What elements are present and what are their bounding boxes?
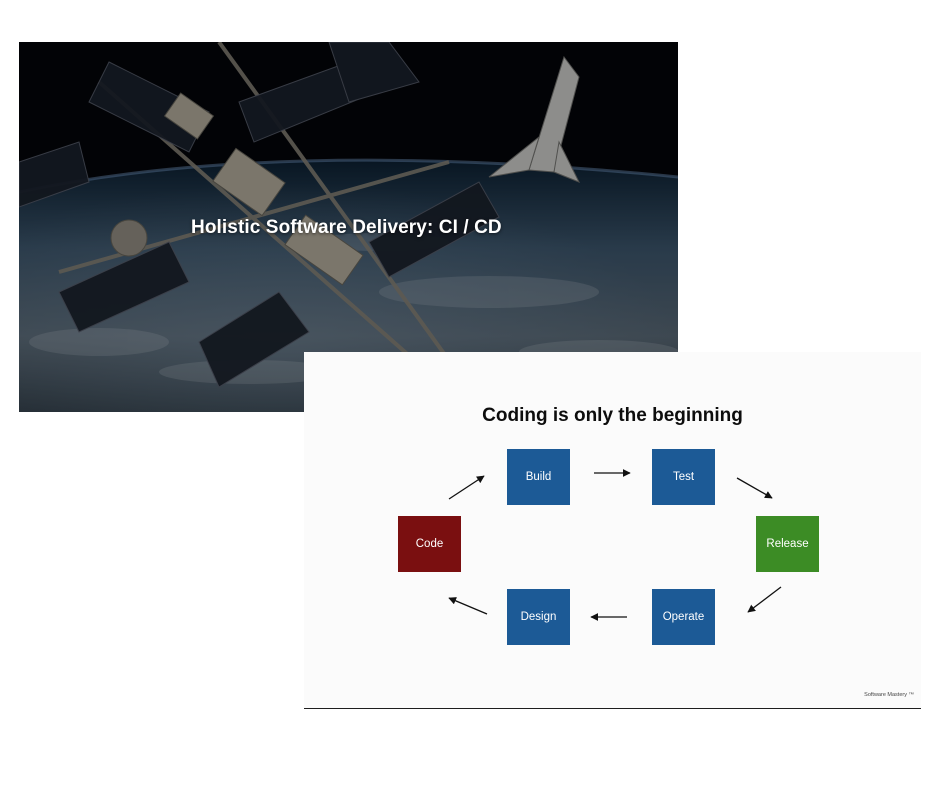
stage-label: Operate [662,611,705,623]
arrow-test-release [736,477,773,499]
slide-heading: Coding is only the beginning [482,405,743,426]
footer-brand: Software Mastery ™ [864,692,914,698]
stage-label: Code [415,538,444,550]
stage-test: Test [652,449,715,505]
title-slide: Holistic Software Delivery: CI / CD [19,42,678,412]
flow-arrows [448,469,782,621]
stage-build: Build [507,449,570,505]
stage-label: Test [672,471,695,483]
space-station-image [19,42,678,412]
stage-design: Design [507,589,570,645]
arrow-design-code [448,597,488,615]
arrow-code-build [448,475,485,500]
stage-label: Design [520,611,557,623]
arrow-release-operate [747,586,782,613]
stage-code: Code [398,516,461,572]
stage-operate: Operate [652,589,715,645]
process-slide: Coding is only the beginning Code Build … [304,352,921,709]
stage-release: Release [756,516,819,572]
slide-title: Holistic Software Delivery: CI / CD [191,217,502,238]
stage-label: Release [766,538,809,550]
stage-label: Build [525,471,552,483]
